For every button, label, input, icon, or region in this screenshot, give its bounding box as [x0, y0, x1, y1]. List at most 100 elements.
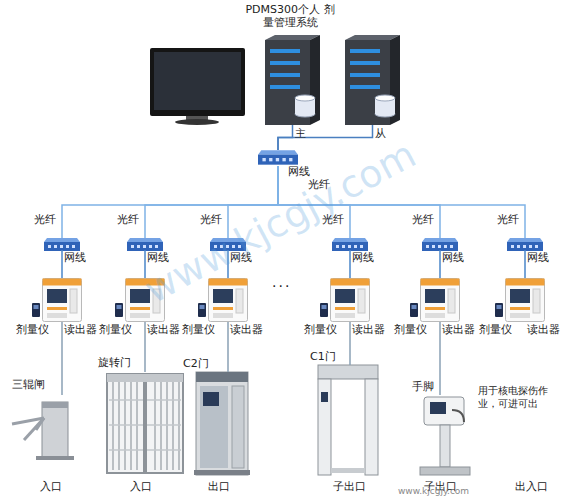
system-title: PDMS300个人 剂量管理系统: [240, 3, 340, 29]
c2-door-panel: [232, 386, 244, 468]
node-label: 三辊闸: [12, 378, 45, 391]
network-switch: 网线: [127, 238, 163, 250]
switch-art: [332, 238, 368, 251]
network-line: [439, 250, 441, 278]
dosimeter-label: 剂量仪: [99, 323, 132, 336]
network-switch: 网线: [507, 238, 543, 250]
dosimeter-art: [198, 303, 206, 317]
node-label: C1门: [310, 350, 336, 363]
c1-door-top: [318, 365, 378, 379]
card-reader: 读出器: [420, 278, 460, 322]
c2-door-cabinet: [196, 372, 248, 475]
c1-door-screen: [321, 392, 328, 402]
reader-art: [331, 279, 370, 322]
reader-art: [43, 279, 82, 322]
turnstile-arm: [36, 418, 44, 430]
dosimeter-label: 剂量仪: [182, 323, 215, 336]
handfoot-head: [424, 397, 464, 425]
reader-art: [421, 279, 460, 322]
exit-label: 出入口: [515, 480, 548, 493]
fiber-line: [278, 125, 373, 150]
dosimeter-art: [320, 303, 328, 317]
c2-door-screen: [203, 392, 219, 406]
reader-art: [209, 279, 248, 322]
c2-door-opening: [200, 386, 228, 468]
edge-label: 光纤: [412, 213, 434, 226]
rotating-gate-top: [107, 374, 183, 382]
dosimeter-art: [115, 303, 123, 317]
switch-art: [422, 238, 458, 251]
watermark: www.kjcgjy.com: [398, 486, 469, 497]
server-art: [345, 35, 400, 125]
c1-door-floor: [331, 468, 365, 473]
handfoot-screen: [430, 402, 446, 414]
turnstile-base: [36, 456, 74, 460]
node-label: 读出器: [64, 323, 97, 336]
monitor-frame: [150, 48, 245, 116]
c2-door-top: [196, 372, 248, 382]
network-line: [524, 250, 526, 278]
server-node: 从: [345, 35, 400, 125]
card-reader: 读出器: [330, 278, 370, 322]
node-sublabel: 入口: [130, 480, 152, 493]
node-sublabel: 出口: [208, 480, 230, 493]
node-label: 从: [375, 127, 386, 140]
dosimeter-label: 剂量仪: [394, 323, 427, 336]
network-line: [439, 322, 441, 395]
node-label: 网线: [442, 251, 464, 264]
edge-label: 光纤: [200, 213, 222, 226]
node-label: C2门: [183, 357, 209, 370]
network-line: [349, 322, 351, 365]
network-switch: 网线: [44, 238, 80, 250]
node-label: 主: [295, 127, 306, 140]
card-reader: 读出器: [208, 278, 248, 322]
note-text: 用于核电探伤作业，可进可出: [478, 384, 566, 410]
dosimeter-label: 剂量仪: [304, 323, 337, 336]
node-label: 旋转门: [98, 356, 131, 369]
node-sublabel: 子出口: [333, 480, 366, 493]
reader-art: [506, 279, 545, 322]
rotating-gate-pole: [143, 382, 147, 473]
handfoot-column: [440, 425, 450, 467]
dosimeter-art: [495, 303, 503, 317]
network-line: [227, 322, 229, 372]
node-sublabel: 入口: [40, 480, 62, 493]
turnstile-arm: [24, 418, 44, 440]
handfoot-probe: [452, 410, 464, 422]
edge-label: 光纤: [34, 213, 56, 226]
network-line: [61, 250, 63, 278]
dosimeter-label: 剂量仪: [479, 323, 512, 336]
network-line: [61, 322, 63, 395]
handfoot-base: [420, 467, 470, 475]
node-label: 读出器: [527, 323, 560, 336]
switch-art: [44, 238, 80, 251]
server-art: [265, 35, 320, 125]
network-switch: 网线: [332, 238, 368, 250]
access-gate: C2门出口: [195, 372, 250, 475]
access-gate: C1门子出口: [318, 365, 378, 475]
fiber-line: [278, 125, 293, 150]
card-reader: 读出器: [42, 278, 82, 322]
switch-art: [127, 238, 163, 251]
node-label: 网线: [64, 251, 86, 264]
monitor-base: [175, 119, 219, 125]
turnstile-cabinet: [42, 402, 68, 458]
node-label: 读出器: [442, 323, 475, 336]
edge-label: 光纤: [497, 213, 519, 226]
network-switch: 网线: [422, 238, 458, 250]
dosimeter-art: [410, 303, 418, 317]
server-node: 主: [265, 35, 320, 125]
node-label: 网线: [288, 165, 310, 178]
access-gate: 手脚子出口: [418, 395, 470, 475]
access-gate: 三辊闸入口: [10, 395, 100, 460]
edge-label: 光纤: [322, 213, 344, 226]
rotating-gate-frame: [107, 374, 183, 473]
dosimeter-label: 剂量仪: [16, 323, 49, 336]
ellipsis-mark: ···: [272, 280, 291, 293]
dosimeter-art: [32, 303, 40, 317]
switch-art: [507, 238, 543, 251]
node-label: 网线: [527, 251, 549, 264]
